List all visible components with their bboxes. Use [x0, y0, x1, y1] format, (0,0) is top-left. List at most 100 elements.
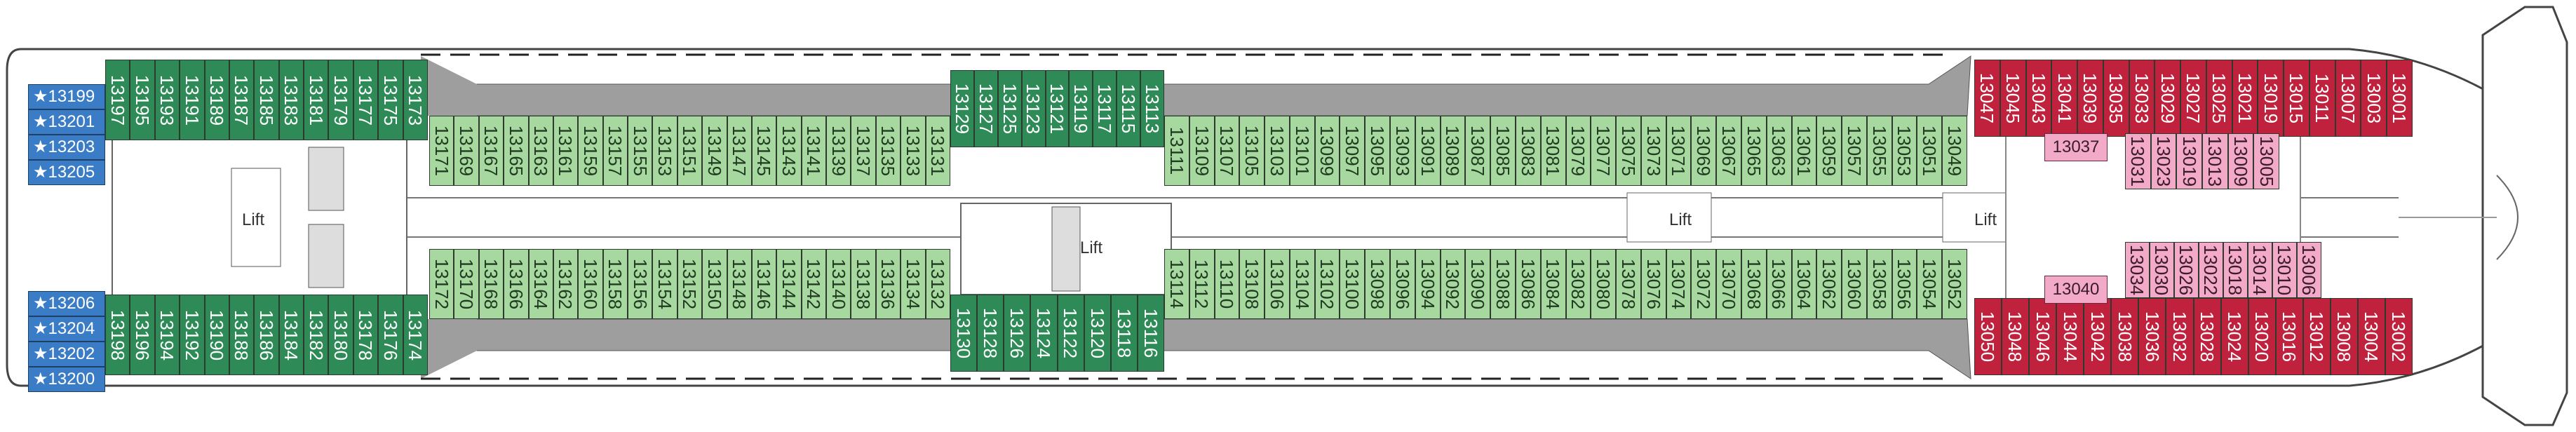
- cabin-13016[interactable]: 13016: [2275, 298, 2303, 375]
- cabin-13049[interactable]: 13049: [1942, 116, 1967, 186]
- cabin-13187[interactable]: 13187: [229, 60, 255, 140]
- cabin-13183[interactable]: 13183: [278, 60, 304, 140]
- cabin-13182[interactable]: 13182: [304, 295, 329, 375]
- cabin-13103[interactable]: 13103: [1265, 116, 1290, 186]
- cabin-13157[interactable]: 13157: [602, 116, 628, 186]
- cabin-13039[interactable]: 13039: [2077, 60, 2103, 137]
- cabin-13173[interactable]: 13173: [403, 60, 428, 140]
- cabin-13132[interactable]: 13132: [925, 249, 950, 319]
- cabin-13115[interactable]: 13115: [1117, 70, 1141, 147]
- cabin-13137[interactable]: 13137: [851, 116, 876, 186]
- cabin-13136[interactable]: 13136: [875, 249, 901, 319]
- cabin-13101[interactable]: 13101: [1289, 116, 1315, 186]
- cabin-13014[interactable]: 13014: [2248, 242, 2272, 298]
- cabin-13162[interactable]: 13162: [553, 249, 579, 319]
- cabin-13031[interactable]: 13031: [2125, 133, 2151, 189]
- cabin-13087[interactable]: 13087: [1465, 116, 1491, 186]
- cabin-13129[interactable]: 13129: [950, 70, 974, 147]
- cabin-13111[interactable]: 13111: [1164, 116, 1189, 186]
- cabin-13081[interactable]: 13081: [1540, 116, 1566, 186]
- cabin-13155[interactable]: 13155: [628, 116, 653, 186]
- cabin-13015[interactable]: 13015: [2284, 60, 2309, 137]
- cabin-13078[interactable]: 13078: [1616, 249, 1641, 319]
- cabin-13184[interactable]: 13184: [278, 295, 304, 375]
- cabin-13085[interactable]: 13085: [1490, 116, 1516, 186]
- cabin-13089[interactable]: 13089: [1440, 116, 1466, 186]
- cabin-13098[interactable]: 13098: [1365, 249, 1391, 319]
- cabin-13084[interactable]: 13084: [1540, 249, 1566, 319]
- cabin-13118[interactable]: 13118: [1110, 295, 1138, 372]
- cabin-13116[interactable]: 13116: [1137, 295, 1164, 372]
- cabin-13032[interactable]: 13032: [2166, 298, 2194, 375]
- cabin-13176[interactable]: 13176: [378, 295, 403, 375]
- cabin-13055[interactable]: 13055: [1866, 116, 1892, 186]
- cabin-13119[interactable]: 13119: [1069, 70, 1093, 147]
- cabin-13185[interactable]: 13185: [254, 60, 279, 140]
- cabin-13012[interactable]: 13012: [2302, 298, 2331, 375]
- cabin-13169[interactable]: 13169: [454, 116, 479, 186]
- cabin-13151[interactable]: 13151: [677, 116, 703, 186]
- cabin-13047[interactable]: 13047: [1974, 60, 2000, 137]
- cabin-13095[interactable]: 13095: [1365, 116, 1391, 186]
- cabin-13199[interactable]: ★13199: [28, 84, 105, 109]
- cabin-13204[interactable]: ★13204: [28, 316, 105, 342]
- cabin-13113[interactable]: 13113: [1140, 70, 1164, 147]
- cabin-13029[interactable]: 13029: [2154, 60, 2181, 137]
- cabin-13075[interactable]: 13075: [1616, 116, 1641, 186]
- cabin-13060[interactable]: 13060: [1842, 249, 1867, 319]
- cabin-13008[interactable]: 13008: [2330, 298, 2358, 375]
- cabin-13002[interactable]: 13002: [2385, 298, 2413, 375]
- cabin-13026[interactable]: 13026: [2174, 242, 2199, 298]
- cabin-13006[interactable]: 13006: [2297, 242, 2321, 298]
- cabin-13154[interactable]: 13154: [652, 249, 677, 319]
- cabin-13065[interactable]: 13065: [1741, 116, 1767, 186]
- cabin-13076[interactable]: 13076: [1640, 249, 1666, 319]
- cabin-13201[interactable]: ★13201: [28, 109, 105, 135]
- cabin-13167[interactable]: 13167: [478, 116, 504, 186]
- cabin-13023[interactable]: 13023: [2150, 133, 2177, 189]
- cabin-13180[interactable]: 13180: [328, 295, 353, 375]
- cabin-13093[interactable]: 13093: [1390, 116, 1415, 186]
- cabin-13206[interactable]: ★13206: [28, 291, 105, 316]
- cabin-13166[interactable]: 13166: [504, 249, 529, 319]
- cabin-13152[interactable]: 13152: [677, 249, 703, 319]
- cabin-13140[interactable]: 13140: [826, 249, 851, 319]
- cabin-13150[interactable]: 13150: [702, 249, 727, 319]
- cabin-13003[interactable]: 13003: [2361, 60, 2387, 137]
- cabin-13037[interactable]: 13037: [2044, 133, 2108, 161]
- cabin-13070[interactable]: 13070: [1716, 249, 1741, 319]
- cabin-13035[interactable]: 13035: [2103, 60, 2129, 137]
- cabin-13042[interactable]: 13042: [2084, 298, 2112, 375]
- cabin-13188[interactable]: 13188: [229, 295, 255, 375]
- cabin-13200[interactable]: ★13200: [28, 367, 105, 392]
- cabin-13148[interactable]: 13148: [727, 249, 752, 319]
- cabin-13069[interactable]: 13069: [1691, 116, 1717, 186]
- cabin-13025[interactable]: 13025: [2206, 60, 2232, 137]
- cabin-13064[interactable]: 13064: [1791, 249, 1817, 319]
- cabin-13122[interactable]: 13122: [1057, 295, 1084, 372]
- cabin-13009[interactable]: 13009: [2227, 133, 2254, 189]
- cabin-13062[interactable]: 13062: [1816, 249, 1842, 319]
- cabin-13073[interactable]: 13073: [1640, 116, 1666, 186]
- cabin-13096[interactable]: 13096: [1390, 249, 1415, 319]
- cabin-13080[interactable]: 13080: [1591, 249, 1617, 319]
- cabin-13193[interactable]: 13193: [154, 60, 180, 140]
- cabin-13189[interactable]: 13189: [204, 60, 229, 140]
- cabin-13050[interactable]: 13050: [1974, 298, 2002, 375]
- cabin-13197[interactable]: 13197: [105, 60, 130, 140]
- cabin-13117[interactable]: 13117: [1093, 70, 1117, 147]
- cabin-13044[interactable]: 13044: [2056, 298, 2084, 375]
- cabin-13033[interactable]: 13033: [2129, 60, 2155, 137]
- cabin-13131[interactable]: 13131: [925, 116, 950, 186]
- cabin-13128[interactable]: 13128: [977, 295, 1004, 372]
- cabin-13041[interactable]: 13041: [2051, 60, 2078, 137]
- cabin-13161[interactable]: 13161: [553, 116, 579, 186]
- cabin-13194[interactable]: 13194: [154, 295, 180, 375]
- cabin-13038[interactable]: 13038: [2111, 298, 2139, 375]
- cabin-13052[interactable]: 13052: [1942, 249, 1967, 319]
- cabin-13190[interactable]: 13190: [204, 295, 229, 375]
- cabin-13043[interactable]: 13043: [2025, 60, 2052, 137]
- cabin-13057[interactable]: 13057: [1842, 116, 1867, 186]
- cabin-13156[interactable]: 13156: [628, 249, 653, 319]
- cabin-13102[interactable]: 13102: [1314, 249, 1340, 319]
